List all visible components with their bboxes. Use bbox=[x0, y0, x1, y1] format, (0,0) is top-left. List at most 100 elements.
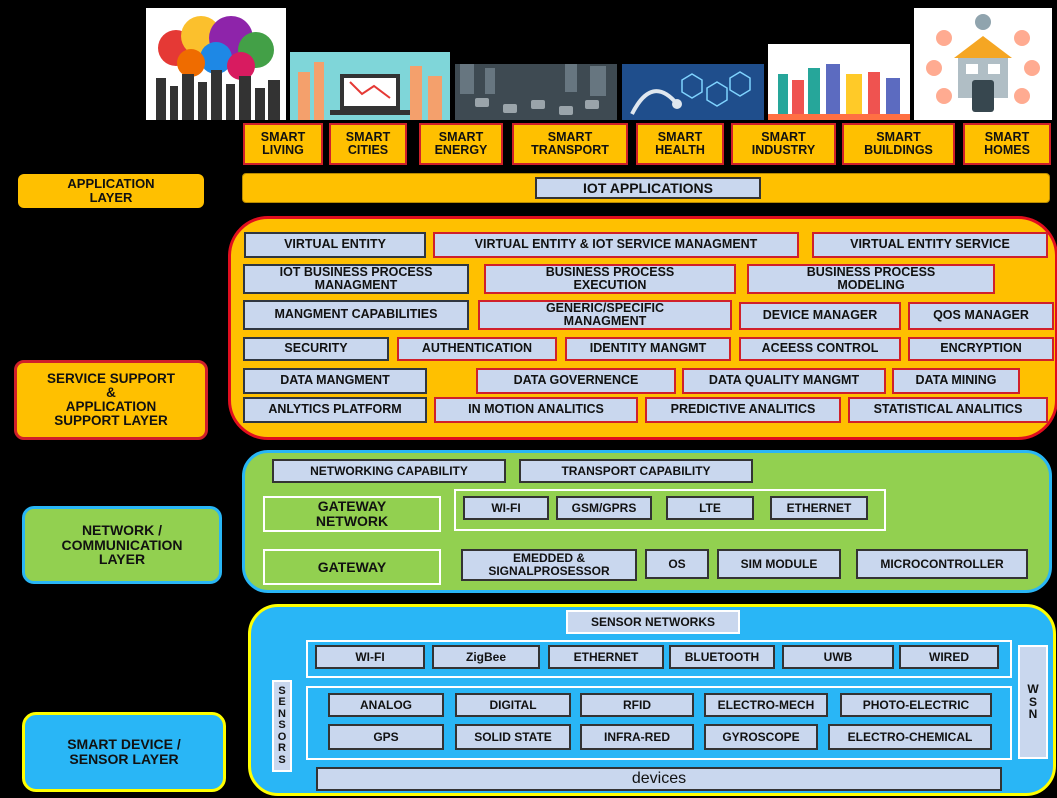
service-box: DATA MINING bbox=[892, 368, 1020, 394]
smart-cities-image bbox=[290, 52, 450, 120]
sensor-network-item-text: ZigBee bbox=[465, 649, 506, 664]
gateway-item: EMEDDED & SIGNALPROSESSOR bbox=[461, 549, 637, 581]
service-box-text: ACEESS CONTROL bbox=[761, 341, 879, 356]
gateway-network-frame bbox=[454, 489, 886, 531]
network-layer-text: NETWORK / COMMUNICATION LAYER bbox=[61, 521, 183, 568]
device-layer-text: SMART DEVICE / SENSOR LAYER bbox=[67, 736, 181, 767]
service-box: ACEESS CONTROL bbox=[739, 337, 901, 361]
service-box-text: VIRTUAL ENTITY SERVICE bbox=[850, 237, 1010, 252]
service-box-text: QOS MANAGER bbox=[933, 308, 1029, 323]
networking-capability-box: NETWORKING CAPABILITY bbox=[272, 459, 506, 483]
sensor-type: ANALOG bbox=[328, 693, 444, 717]
gateway-network-item: GSM/GPRS bbox=[556, 496, 652, 520]
service-box: DATA GOVERNENCE bbox=[476, 368, 676, 394]
sensor-network-item-text: BLUETOOTH bbox=[684, 649, 760, 664]
service-box: BUSINESS PROCESS EXECUTION bbox=[484, 264, 736, 294]
application-box-text: SMART ENERGY bbox=[434, 129, 488, 157]
sensor-network-item-text: WI-FI bbox=[355, 649, 385, 664]
gateway-box: GATEWAY bbox=[263, 549, 441, 585]
sensor-type-text: PHOTO-ELECTRIC bbox=[862, 697, 970, 712]
sensor-type: SOLID STATE bbox=[455, 724, 571, 750]
gateway-item-text: SIM MODULE bbox=[740, 556, 818, 571]
service-box-text: VIRTUAL ENTITY bbox=[284, 237, 386, 252]
smart-homes-image bbox=[914, 8, 1052, 120]
service-box-text: MANGMENT CAPABILITIES bbox=[274, 307, 438, 322]
service-layer-label: SERVICE SUPPORT & APPLICATION SUPPORT LA… bbox=[14, 360, 208, 440]
service-box: SECURITY bbox=[243, 337, 389, 361]
devices-box-text: devices bbox=[631, 769, 687, 787]
application-box-text: SMART LIVING bbox=[260, 129, 306, 157]
service-box-text: DATA GOVERNENCE bbox=[513, 373, 639, 388]
service-box: MANGMENT CAPABILITIES bbox=[243, 300, 469, 330]
smart-health-image bbox=[768, 44, 910, 120]
sensor-type: GYROSCOPE bbox=[704, 724, 818, 750]
application-box-text: SMART BUILDINGS bbox=[864, 129, 933, 157]
sensor-network-item: ZigBee bbox=[432, 645, 540, 669]
sensor-network-item: WI-FI bbox=[315, 645, 425, 669]
service-box-text: SECURITY bbox=[284, 341, 348, 356]
sensor-type: PHOTO-ELECTRIC bbox=[840, 693, 992, 717]
service-box-text: IDENTITY MANGMT bbox=[589, 341, 707, 356]
devices-box: devices bbox=[316, 767, 1002, 791]
application-layer-label: APPLICATION LAYER bbox=[18, 174, 204, 208]
service-box: QOS MANAGER bbox=[908, 302, 1054, 330]
service-box-text: ANLYTICS PLATFORM bbox=[268, 402, 402, 417]
service-box-text: BUSINESS PROCESS EXECUTION bbox=[545, 264, 675, 292]
sensor-type: DIGITAL bbox=[455, 693, 571, 717]
sensors-label-box-text: S E N S O R S bbox=[277, 684, 287, 766]
application-box: SMART INDUSTRY bbox=[731, 123, 836, 165]
sensor-network-frame bbox=[306, 640, 1012, 678]
service-box-text: AUTHENTICATION bbox=[421, 341, 533, 356]
application-box-text: SMART HEALTH bbox=[655, 129, 705, 157]
network-layer-label: NETWORK / COMMUNICATION LAYER bbox=[22, 506, 222, 584]
sensor-type: RFID bbox=[580, 693, 694, 717]
service-box-text: GENERIC/SPECIFIC MANAGMENT bbox=[545, 300, 665, 328]
service-box: IOT BUSINESS PROCESS MANAGMENT bbox=[243, 264, 469, 294]
service-box-text: ENCRYPTION bbox=[940, 341, 1022, 356]
application-box-text: SMART INDUSTRY bbox=[751, 129, 816, 157]
sensor-type-text: ELECTRO-MECH bbox=[717, 697, 815, 712]
smart-transport-image bbox=[622, 64, 764, 120]
application-box: SMART ENERGY bbox=[419, 123, 503, 165]
application-box-text: SMART HOMES bbox=[984, 129, 1030, 157]
gateway-item: SIM MODULE bbox=[717, 549, 841, 579]
service-box-text: DEVICE MANAGER bbox=[762, 308, 878, 323]
application-box-text: SMART TRANSPORT bbox=[531, 129, 609, 157]
gateway-item-text: OS bbox=[668, 556, 686, 571]
application-layer-text: APPLICATION LAYER bbox=[67, 176, 155, 205]
sensor-type-text: INFRA-RED bbox=[604, 729, 670, 744]
service-box: DATA MANGMENT bbox=[243, 368, 427, 394]
sensor-network-item-text: UWB bbox=[823, 649, 853, 664]
gateway-network-item-text: ETHERNET bbox=[786, 500, 852, 515]
service-box: STATISTICAL ANALITICS bbox=[848, 397, 1048, 423]
transport-capability-box: TRANSPORT CAPABILITY bbox=[519, 459, 753, 483]
gateway-network-item: ETHERNET bbox=[770, 496, 868, 520]
service-box-text: DATA MANGMENT bbox=[280, 373, 390, 388]
application-box: SMART TRANSPORT bbox=[512, 123, 628, 165]
smart-energy-image bbox=[455, 64, 617, 120]
service-box: DEVICE MANAGER bbox=[739, 302, 901, 330]
service-box: ANLYTICS PLATFORM bbox=[243, 397, 427, 423]
service-box: BUSINESS PROCESS MODELING bbox=[747, 264, 995, 294]
service-box-text: BUSINESS PROCESS MODELING bbox=[806, 264, 936, 292]
sensor-type-text: SOLID STATE bbox=[474, 729, 552, 744]
gateway-item-text: EMEDDED & SIGNALPROSESSOR bbox=[488, 551, 610, 578]
sensor-network-item: ETHERNET bbox=[548, 645, 664, 669]
application-box: SMART HEALTH bbox=[636, 123, 724, 165]
gateway-network-item-text: LTE bbox=[699, 500, 721, 515]
service-box: VIRTUAL ENTITY SERVICE bbox=[812, 232, 1048, 258]
service-box: VIRTUAL ENTITY bbox=[244, 232, 426, 258]
service-box-text: STATISTICAL ANALITICS bbox=[873, 402, 1023, 417]
iot-applications-label: IOT APPLICATIONS bbox=[583, 179, 713, 196]
sensor-type-text: RFID bbox=[623, 697, 651, 712]
service-box-text: PREDICTIVE ANALITICS bbox=[670, 402, 816, 417]
sensor-networks-box: SENSOR NETWORKS bbox=[566, 610, 740, 634]
networking-capability-box-text: NETWORKING CAPABILITY bbox=[310, 463, 468, 478]
sensor-network-item-text: WIRED bbox=[929, 649, 969, 664]
gateway-network-box-text: GATEWAY NETWORK bbox=[315, 498, 389, 529]
smart-living-image bbox=[146, 8, 286, 120]
sensor-type-text: ANALOG bbox=[360, 697, 412, 712]
service-box: AUTHENTICATION bbox=[397, 337, 557, 361]
sensor-type: INFRA-RED bbox=[580, 724, 694, 750]
service-box-text: DATA MINING bbox=[915, 373, 997, 388]
